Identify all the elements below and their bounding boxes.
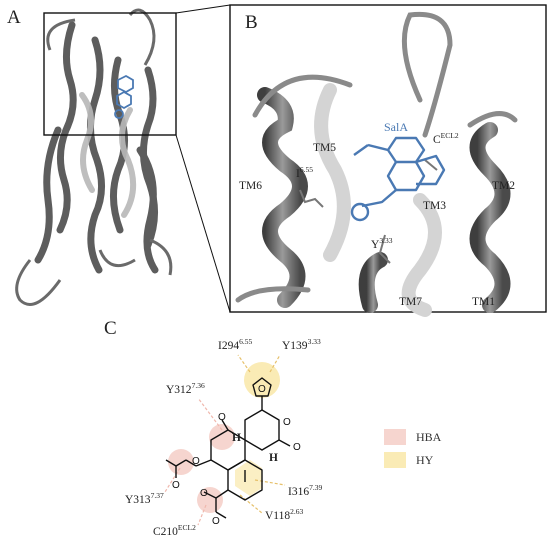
label-y313: Y3137.37 <box>125 491 164 506</box>
interaction-v118 <box>239 494 263 514</box>
panel-label-c: C <box>104 318 117 339</box>
hba-halo-acetoxy <box>168 449 194 475</box>
legend-label-hba: HBA <box>416 430 442 444</box>
loop-tm2 <box>467 111 518 128</box>
loop <box>149 238 173 276</box>
helix-tm6 <box>257 87 308 308</box>
atom-o-methoxy: O <box>212 516 220 527</box>
helix-ribbon <box>87 36 105 274</box>
label-tm1: TM1 <box>472 296 495 308</box>
helix-tm3 <box>401 193 442 317</box>
atom-o-furan: O <box>258 384 266 395</box>
atom-o-acetyl: O <box>172 480 180 491</box>
loop <box>46 18 76 51</box>
label-i655: I6.55 <box>296 165 313 180</box>
atom-o-carbonyl: O <box>293 442 301 453</box>
hy-halo-ring <box>235 460 262 496</box>
label-tm6: TM6 <box>239 180 262 192</box>
label-v118: V1182.63 <box>265 507 304 522</box>
zoom-line-bottom <box>175 134 231 313</box>
loop <box>128 8 156 66</box>
ligand-sala <box>350 136 446 222</box>
ligand-a <box>114 74 134 119</box>
sidechain-cecl2 <box>424 159 438 171</box>
loop <box>15 259 62 306</box>
panel-label-a: A <box>7 7 21 28</box>
helix-ribbon <box>79 92 95 193</box>
sidechain-y333 <box>378 234 391 264</box>
panel-label-b: B <box>245 12 258 33</box>
label-i316: I3167.39 <box>288 483 323 498</box>
loop-ecl2 <box>401 11 453 138</box>
interaction-y139 <box>269 354 281 373</box>
atom-o-ketone: O <box>218 412 226 423</box>
label-c210: C210ECL2 <box>153 523 196 538</box>
helix-ribbon <box>34 126 62 264</box>
interaction-i316 <box>254 479 286 486</box>
label-h1: H <box>232 432 241 444</box>
label-tm2: TM2 <box>492 180 515 192</box>
skeleton <box>165 377 291 519</box>
label-tm7: TM7 <box>399 296 422 308</box>
loop-tm7 <box>235 286 311 303</box>
label-y312: Y3127.36 <box>166 381 205 396</box>
helix-tm5 <box>314 83 351 262</box>
atom-o-acetoxy: O <box>192 456 200 467</box>
zoom-line-top <box>175 4 231 14</box>
interaction-y312 <box>197 397 223 431</box>
atom-o-lactone: O <box>283 417 291 428</box>
helix-ribbon <box>56 21 77 234</box>
label-y139: Y1393.33 <box>282 337 321 352</box>
label-cecl2: CECL2 <box>433 131 459 146</box>
legend-swatch-hy <box>384 452 406 468</box>
label-h2: H <box>269 452 278 464</box>
atom-o-ester: O <box>200 488 208 499</box>
helix-ribbon <box>119 107 137 218</box>
zoom-box <box>43 12 177 136</box>
label-i294: I2946.55 <box>218 337 253 352</box>
label-sala: SalA <box>384 120 408 134</box>
label-y333: Y3.33 <box>371 236 393 251</box>
interaction-i294 <box>237 354 251 373</box>
label-tm3: TM3 <box>423 200 446 212</box>
label-tm5: TM5 <box>313 142 336 154</box>
legend-label-hy: HY <box>416 453 434 467</box>
helix-ribbon <box>136 146 159 274</box>
helix-tm7 <box>358 252 388 313</box>
legend-swatch-hba <box>384 429 406 445</box>
panel-a-receptor <box>15 4 231 313</box>
helix-tm2 <box>469 122 511 313</box>
panel-b-pocket <box>229 4 547 317</box>
interaction-c210 <box>197 504 207 526</box>
loop-tm6 <box>252 74 353 118</box>
panel-c-structure: O O O O O O O O <box>164 354 301 527</box>
loop <box>98 249 136 268</box>
sidechain-i655 <box>299 189 324 208</box>
